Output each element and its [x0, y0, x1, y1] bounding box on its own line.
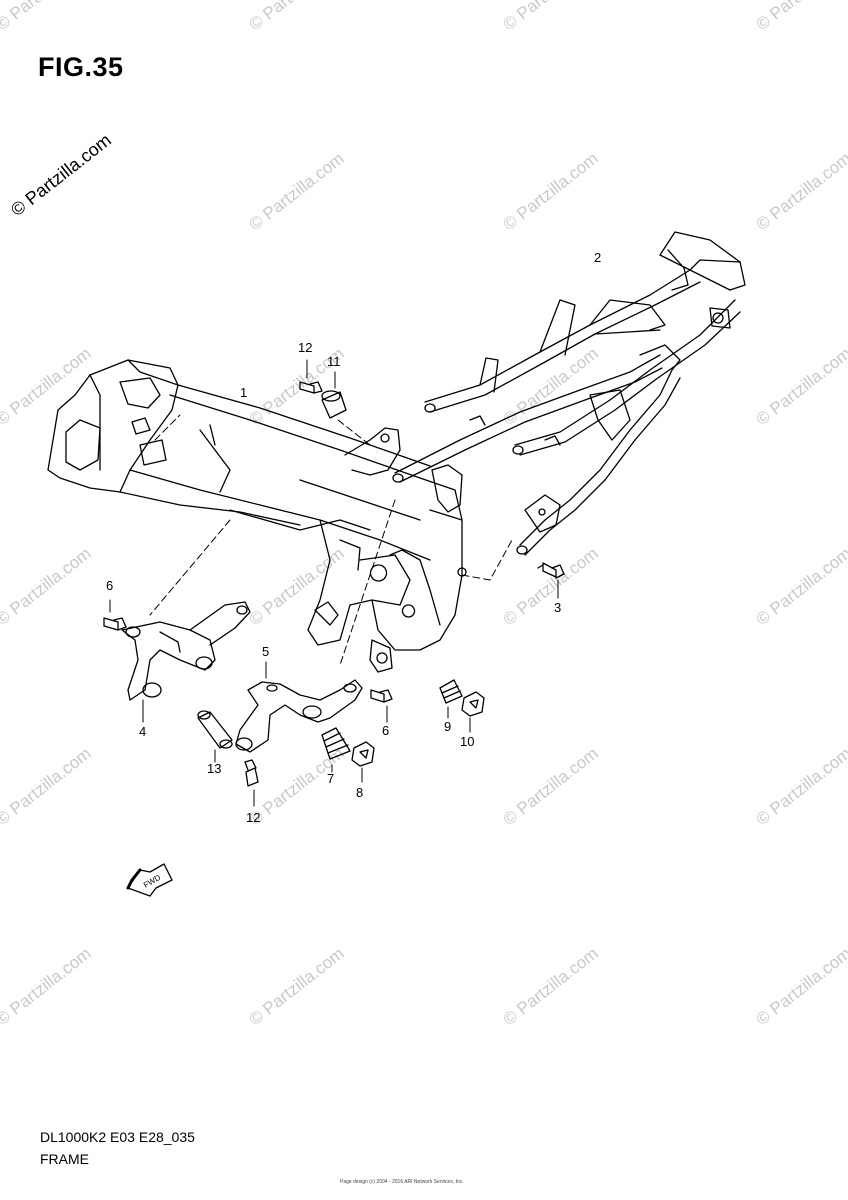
ref-label: 6 — [382, 723, 389, 738]
part-7-spring[interactable] — [321, 727, 351, 773]
ref-label: 11 — [327, 354, 341, 369]
leader-lines — [149, 414, 513, 666]
ref-label: 1 — [240, 385, 247, 400]
part-3-bolt[interactable] — [537, 562, 565, 599]
diagram-name: FRAME — [40, 1151, 89, 1167]
ref-label: 2 — [594, 250, 601, 265]
ref-label: 8 — [356, 785, 363, 800]
part-12-bolt-lower[interactable] — [244, 759, 259, 807]
reference-numbers: 1 2 3 4 5 6 6 7 8 9 10 11 12 12 13 — [106, 250, 601, 825]
page-credit: Page design (c) 2004 - 2016 ARI Network … — [340, 1179, 464, 1185]
ref-label: 7 — [327, 771, 334, 786]
part-10-nut[interactable] — [461, 691, 485, 733]
ref-label: 12 — [298, 340, 312, 355]
fwd-arrow-icon: FWD — [126, 863, 173, 897]
part-6-bolt-right[interactable] — [370, 689, 393, 723]
ref-label: 4 — [139, 724, 146, 739]
part-9-spring[interactable] — [439, 679, 463, 719]
part-6-bolt-left[interactable] — [103, 599, 127, 631]
part-5-engine-mount-bracket[interactable] — [235, 661, 363, 753]
ref-label: 12 — [246, 810, 260, 825]
part-2-seat-rail[interactable] — [392, 231, 746, 556]
ref-label: 6 — [106, 578, 113, 593]
ref-label: 10 — [460, 734, 474, 749]
figure-title: FIG.35 — [38, 52, 124, 82]
ref-label: 5 — [262, 644, 269, 659]
part-4-footrest-bracket[interactable] — [121, 601, 251, 723]
part-1-frame-body[interactable] — [47, 359, 467, 673]
ref-label: 9 — [444, 719, 451, 734]
part-11-collar[interactable] — [321, 371, 347, 419]
ref-label: 13 — [207, 761, 221, 776]
diagram-code: DL1000K2 E03 E28_035 — [40, 1129, 195, 1145]
part-12-bolt-upper[interactable] — [299, 359, 323, 394]
part-13-spacer[interactable] — [197, 710, 233, 763]
ref-label: 3 — [554, 600, 561, 615]
part-8-nut[interactable] — [351, 741, 375, 783]
